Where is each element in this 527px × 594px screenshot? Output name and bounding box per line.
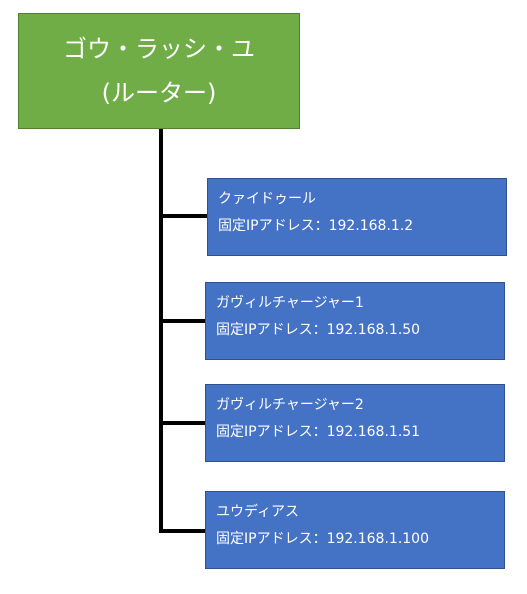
device-ip: 固定IPアドレス：192.168.1.2: [218, 218, 414, 234]
device-name: ガヴィルチャージャー1: [216, 295, 364, 311]
branch-connector-1: [159, 214, 208, 218]
device-node-2: ガヴィルチャージャー1 固定IPアドレス：192.168.1.50: [205, 282, 505, 360]
device-node-4: ユウディアス 固定IPアドレス：192.168.1.100: [205, 491, 505, 569]
device-node-3: ガヴィルチャージャー2 固定IPアドレス：192.168.1.51: [205, 384, 505, 462]
router-role: (ルーター): [101, 79, 217, 107]
trunk-connector: [159, 129, 163, 533]
device-ip: 固定IPアドレス：192.168.1.51: [216, 424, 421, 440]
branch-connector-4: [159, 529, 206, 533]
device-name: クァイドゥール: [218, 191, 316, 207]
router-name: ゴウ・ラッシ・ユ: [63, 35, 255, 63]
branch-connector-3: [159, 421, 206, 425]
device-name: ユウディアス: [216, 504, 300, 520]
router-node: ゴウ・ラッシ・ユ (ルーター): [18, 13, 300, 129]
device-ip: 固定IPアドレス：192.168.1.50: [216, 322, 421, 338]
branch-connector-2: [159, 319, 207, 323]
device-ip: 固定IPアドレス：192.168.1.100: [216, 531, 429, 547]
device-name: ガヴィルチャージャー2: [216, 397, 364, 413]
device-node-1: クァイドゥール 固定IPアドレス：192.168.1.2: [207, 178, 507, 256]
